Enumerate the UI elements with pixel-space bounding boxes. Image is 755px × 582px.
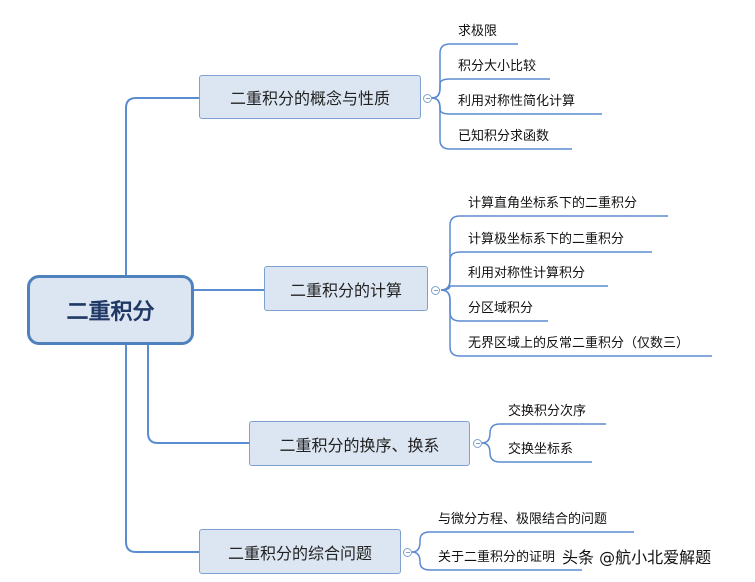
leaf-proof[interactable]: 关于二重积分的证明 xyxy=(438,550,556,565)
collapse-toggle-icon[interactable] xyxy=(473,439,482,448)
leaf-polar[interactable]: 计算极坐标系下的二重积分 xyxy=(468,232,625,247)
leaf-limit[interactable]: 求极限 xyxy=(458,24,498,39)
leaf-piecewise-region[interactable]: 分区域积分 xyxy=(468,301,534,316)
leaf-cartesian[interactable]: 计算直角坐标系下的二重积分 xyxy=(468,196,638,211)
root-node[interactable]: 二重积分 xyxy=(27,275,194,345)
branch-concept-properties[interactable]: 二重积分的概念与性质 xyxy=(199,75,421,119)
leaf-improper-integral[interactable]: 无界区域上的反常二重积分（仅数三） xyxy=(468,336,690,351)
branch-swap-order-system[interactable]: 二重积分的换序、换系 xyxy=(249,421,470,466)
leaf-ode-limit[interactable]: 与微分方程、极限结合的问题 xyxy=(438,512,608,527)
collapse-toggle-icon[interactable] xyxy=(423,94,432,103)
collapse-toggle-icon[interactable] xyxy=(403,548,412,557)
leaf-symmetry-simplify[interactable]: 利用对称性简化计算 xyxy=(458,94,576,109)
branch-comprehensive[interactable]: 二重积分的综合问题 xyxy=(199,529,401,574)
watermark-text: 头条 @航小北爱解题 xyxy=(562,548,712,567)
leaf-swap-order[interactable]: 交换积分次序 xyxy=(508,404,587,419)
leaf-compare-integrals[interactable]: 积分大小比较 xyxy=(458,59,537,74)
leaf-swap-coordinates[interactable]: 交换坐标系 xyxy=(508,442,574,457)
leaf-find-function[interactable]: 已知积分求函数 xyxy=(458,129,550,144)
leaf-symmetry-compute[interactable]: 利用对称性计算积分 xyxy=(468,266,586,281)
collapse-toggle-icon[interactable] xyxy=(431,286,440,295)
branch-computation[interactable]: 二重积分的计算 xyxy=(264,266,428,311)
